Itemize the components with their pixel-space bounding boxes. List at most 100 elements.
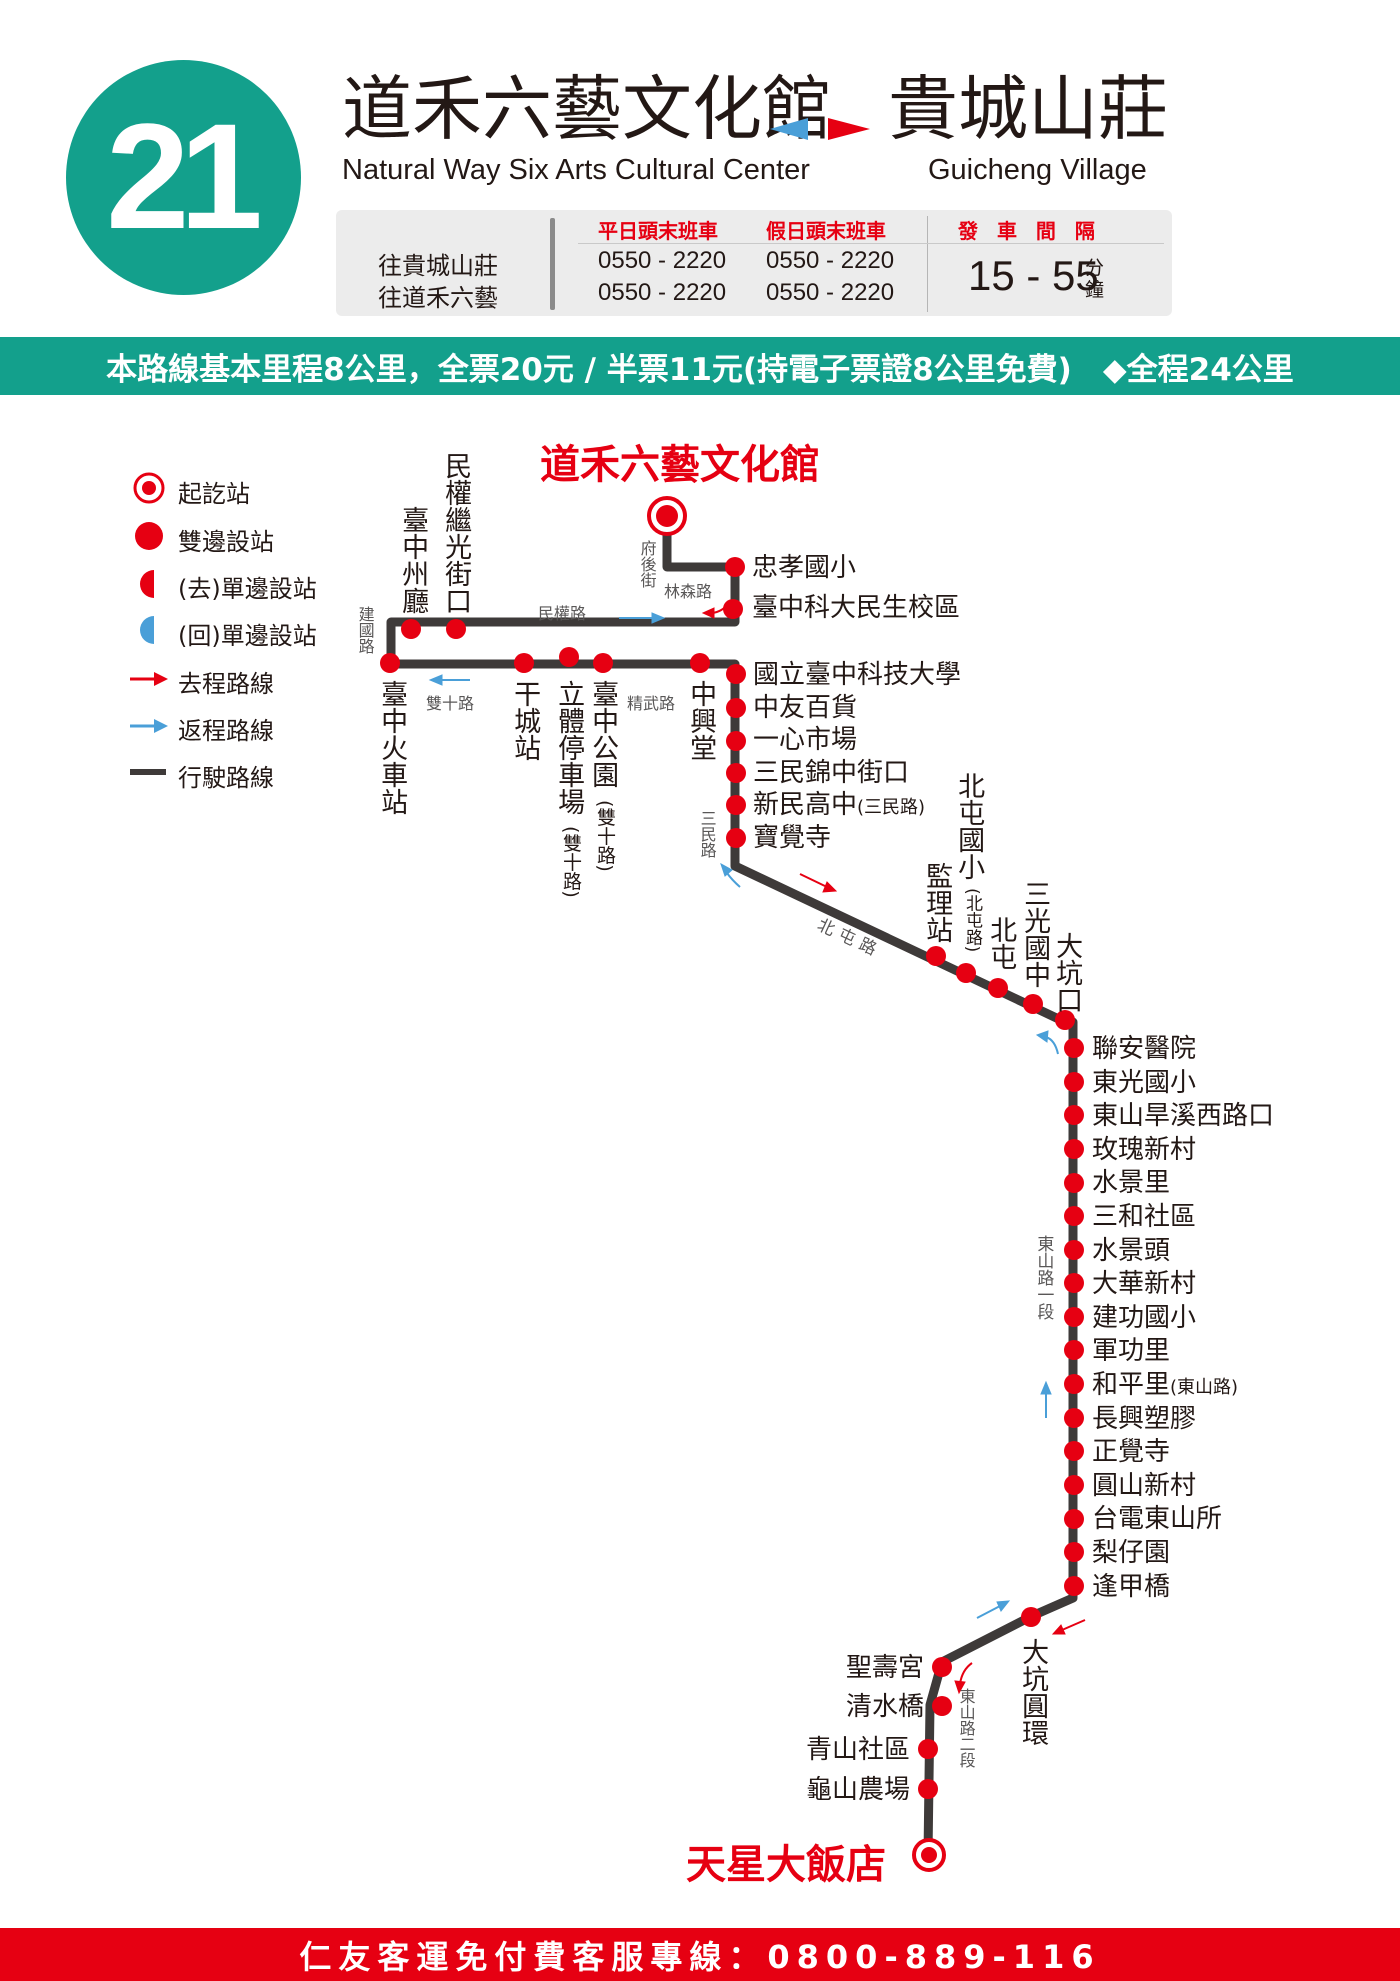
stop-zhongxiao: 忠孝國小 [752,553,857,583]
stop-marker [559,647,579,667]
legend-outbound-side: (去)單邊設站 [178,575,317,603]
stop-beitun-elementary: 北屯國小 [953,772,985,880]
stop-minquan-jiguang: 民權繼光街口 [440,452,472,614]
station-name: 水景頭 [1092,1235,1171,1266]
station-label: 台電東山所 [1092,1506,1222,1532]
station-name: 龜山農場 [805,1775,910,1805]
both-sides-legend-icon [135,522,163,550]
return-route-legend-icon [130,719,168,733]
stop-marker [514,653,534,673]
station-note: (東山路) [1170,1377,1239,1398]
weekday-times: 0550 - 2220 [598,247,727,274]
stop-park-note: (雙十路) [594,800,616,872]
stop-beitun-elementary-note: (北屯路) [962,888,982,953]
road-fuhou: 府後街 [637,540,657,588]
station-name: 圓山新村 [1092,1470,1197,1501]
holiday-header: 假日頭末班車 [766,219,886,243]
schedule-rule [578,243,1164,244]
station-name: 寶覺寺 [753,822,832,853]
station-label: 長興塑膠 [1092,1406,1196,1432]
station-name: 聯安醫院 [1092,1034,1197,1064]
station-label: 水景頭 [1092,1238,1170,1264]
interval-value: 15 - 55 [968,252,1099,299]
stop-marker [723,599,743,619]
schedule-box [336,210,1172,316]
station-label: 一心市場 [753,727,857,753]
return-arrow [976,1600,1011,1619]
station-name: 台電東山所 [1092,1504,1223,1535]
legend-driving-route: 行駛路線 [178,764,274,792]
schedule-divider [927,216,928,312]
station-label: 清水橋 [846,1694,924,1720]
station-name: 中友百貨 [753,692,858,723]
stop-marker [1064,1509,1084,1529]
stop-marker [690,653,710,673]
stop-dakengkou: 大坑口 [1051,932,1083,1013]
stop-marker [446,619,466,639]
station-name: 大華新村 [1092,1269,1197,1300]
outbound-arrow [701,602,730,619]
station-name: 梨仔園 [1092,1538,1171,1568]
road-dongshan-1: 東山路一段 [1033,1235,1054,1320]
road-sanmin: 三民路 [697,810,717,858]
outbound-arrow [799,873,838,893]
station-name: 玫瑰新村 [1092,1134,1197,1165]
stop-zhongxingtang: 中興堂 [685,680,717,761]
station-name: 正覺寺 [1092,1437,1171,1468]
station-label: 東光國小 [1092,1070,1196,1096]
holiday-times: 0550 - 2220 [766,247,895,274]
return-arrow [1040,1380,1052,1418]
station-name: 東山旱溪西路口 [1092,1101,1275,1132]
outbound-arrow [1051,1619,1086,1635]
station-label: 和平里(東山路) [1092,1372,1238,1398]
station-label: 大華新村 [1092,1271,1196,1297]
stop-parking-note: (雙十路) [560,826,582,898]
interval-unit: 分鐘 [1085,257,1105,301]
stop-parking: 立體停車場 [553,680,585,815]
stop-marker [726,731,746,751]
destination-title: 貴城山莊 [888,68,1168,150]
stop-marker [726,698,746,718]
route-number-badge: 21 [66,60,301,295]
station-label: 水景里 [1092,1170,1170,1196]
station-label: 軍功里 [1092,1338,1170,1364]
station-label: 三民錦中街口 [753,760,909,786]
stop-marker [593,653,613,673]
terminal-bottom-marker [912,1838,946,1872]
stop-marker [932,1657,952,1677]
stop-dakeng-roundabout: 大坑圓環 [1017,1638,1049,1746]
station-name: 新民高中 [753,790,858,820]
stop-markers [380,557,1084,1799]
legend-return-side: (回)單邊設站 [178,622,317,650]
station-name: 長興塑膠 [1092,1403,1197,1434]
stop-marker [1064,1374,1084,1394]
terminal-top-marker [647,496,687,536]
road-dongshan-2: 東山路二段 [956,1688,976,1768]
road-shuangshi: 雙十路 [426,694,475,713]
weekday-header: 平日頭末班車 [598,219,718,243]
customer-service-hotline: 仁友客運免付費客服專線：0800-889-116 [299,1937,1101,1976]
outbound-side-legend-icon [140,570,154,598]
station-label: 中友百貨 [753,695,857,721]
direction-label: 往道禾六藝 [378,284,498,312]
terminus-destination: 天星大飯店 [686,1842,886,1888]
direction-arrows [428,602,1086,1695]
fare-text: 本路線基本里程8公里，全票20元 / 半票11元(持電子票證8公里免費) ◆全程… [106,351,1294,388]
station-name: 三民錦中街口 [753,757,910,788]
stop-marker [726,664,746,684]
stop-marker [1064,1173,1084,1193]
station-label: 寶覺寺 [753,825,831,851]
station-label: 新民高中(三民路) [753,792,925,818]
station-note: (三民路) [857,797,926,818]
return-side-legend-icon [140,616,154,644]
stop-marker [726,828,746,848]
direction-label: 往貴城山莊 [378,252,498,280]
station-label: 三和社區 [1092,1204,1196,1230]
road-jingwu: 精武路 [627,694,676,713]
holiday-times: 0550 - 2220 [766,279,895,306]
stop-minsheng: 臺中科大民生校區 [752,593,961,623]
station-label: 青山社區 [806,1737,910,1763]
stop-marker [932,1696,952,1716]
stop-marker [1064,1139,1084,1159]
